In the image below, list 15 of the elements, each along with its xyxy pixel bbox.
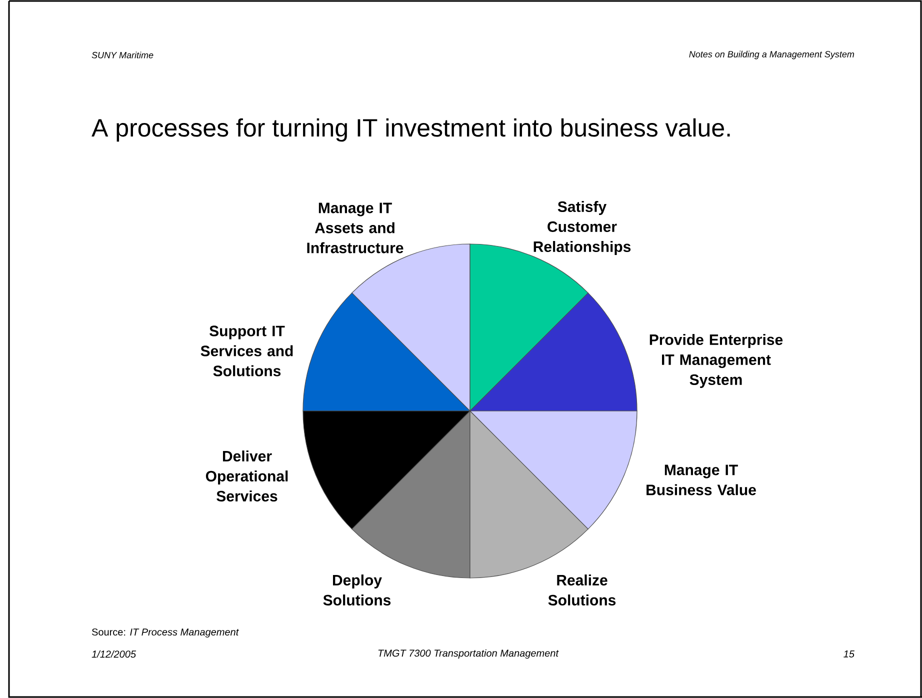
node-label: Manage IT Assets and: [314, 202, 394, 234]
node-label: Satisfy Customer: [548, 201, 617, 232]
node-label: Realize Solutions: [548, 574, 616, 606]
header-text: SUNY Maritime: [92, 52, 154, 58]
page-number: 15: [844, 650, 854, 658]
node-label: Provide Enterprise IT Management System: [650, 334, 783, 388]
source-note: Source: IT Process Management: [92, 628, 239, 638]
header-text: Notes on Building a Management System: [689, 50, 854, 60]
node-label: Support IT Services and Solutions: [200, 326, 293, 376]
footer-date: 1/12/2005: [92, 650, 136, 658]
node-label: Deploy Solutions: [323, 574, 391, 606]
slide-title: A processes for turning IT investment into business value.: [92, 118, 730, 142]
node-label: Deliver Operational Services: [206, 450, 288, 502]
footer-text: TMGT 7300 Transportation Management: [378, 649, 559, 659]
node-label: Manage IT Business Value: [646, 464, 756, 496]
